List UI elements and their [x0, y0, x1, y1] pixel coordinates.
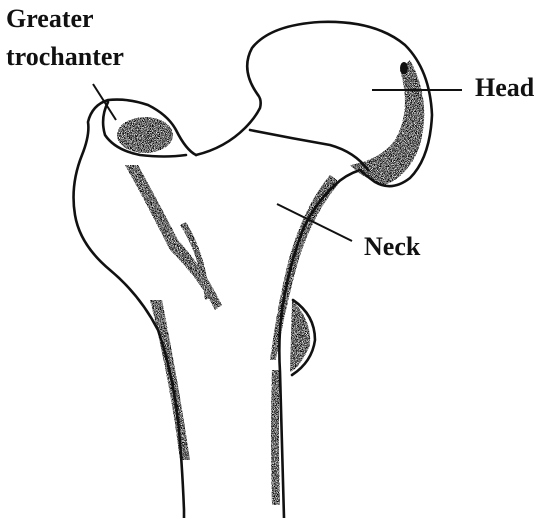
- label-neck: Neck: [364, 232, 420, 262]
- head-shading: [350, 60, 424, 185]
- head-fovea-mark: [400, 62, 408, 74]
- label-greater-trochanter-line1: Greater: [6, 4, 94, 34]
- superior-neck-outline: [196, 95, 261, 155]
- shaft-shading-right: [271, 370, 280, 505]
- label-head: Head: [475, 73, 534, 103]
- head-inner-rim: [250, 130, 368, 170]
- label-greater-trochanter-line2: trochanter: [6, 42, 124, 72]
- lateral-outline: [74, 100, 196, 518]
- trochanter-shading: [117, 117, 173, 153]
- femur-outline: [74, 22, 432, 518]
- bone-shading: [117, 60, 424, 505]
